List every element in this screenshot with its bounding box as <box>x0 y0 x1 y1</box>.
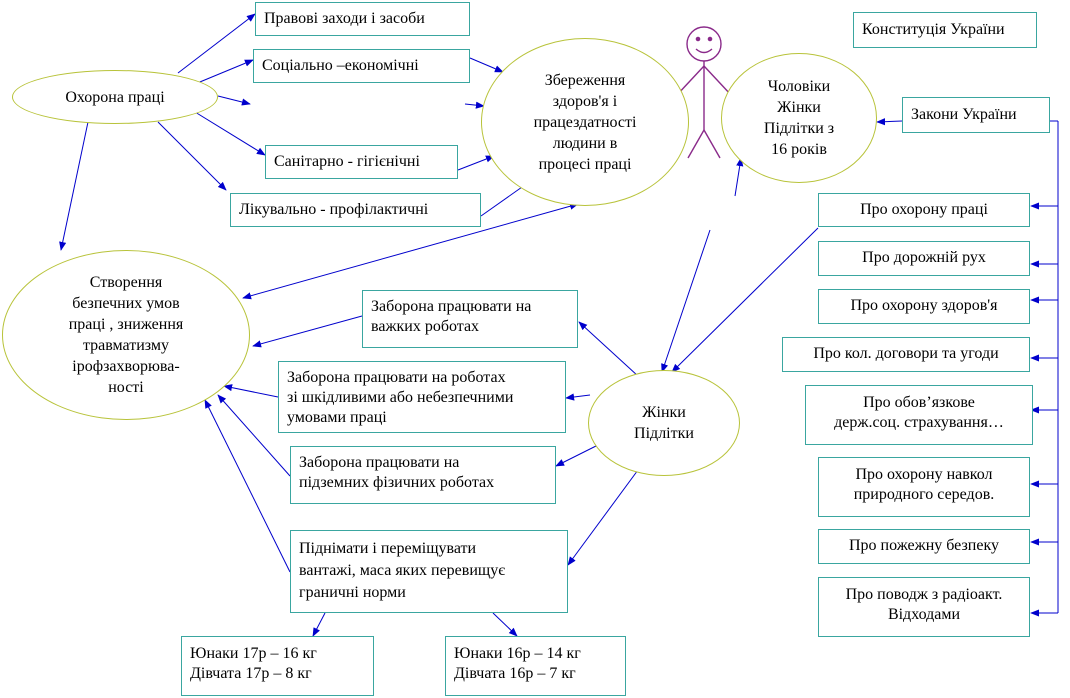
safe-line-3: праці , зниження <box>68 316 184 333</box>
arrow-to-underground-work <box>555 444 599 467</box>
law-fire-safety-box: Про пожежну безпеку <box>818 529 1030 564</box>
health-line-4: людини в <box>552 134 618 152</box>
prohibition-underground-line-2: підземних фізичних роботах <box>299 474 495 491</box>
law-road-traffic-label: Про дорожній рух <box>862 249 986 266</box>
arrow-heavy-to-safe <box>252 315 363 348</box>
women-teens-line-1: Жінки <box>642 404 686 421</box>
arrow-to-limits-17 <box>312 612 326 637</box>
lifting-line-2: вантажі, маса яких перевищує <box>299 562 506 579</box>
law-environment-line-1: Про охорону навкол <box>855 466 993 483</box>
arrow-to-socio-economic <box>194 59 254 85</box>
safe-line-2: безпечних умов <box>72 295 180 312</box>
medical-preventive-box: Лікувально - профілактичні <box>230 193 481 227</box>
laws-title-label: Закони України <box>911 106 1017 123</box>
legal-measures-box: Правові заходи і засоби <box>255 2 470 36</box>
health-line-3: працездатності <box>533 113 637 131</box>
arrow-underground-to-safe <box>217 394 291 477</box>
men-women-line-4: 16 років <box>771 141 827 158</box>
arrow-to-safe-conditions <box>59 121 89 251</box>
constitution-box: Конституція України <box>853 12 1037 48</box>
law-labour-protection-label: Про охорону праці <box>860 201 988 218</box>
health-line-1: Збереження <box>544 71 626 89</box>
safe-line-6: ності <box>108 379 144 396</box>
arrow-to-blank <box>217 95 251 106</box>
law-collective-agreements-label: Про кол. договори та угоди <box>813 345 999 362</box>
men-women-line-3: Підлітки з <box>763 120 835 137</box>
law-collective-agreements-box: Про кол. договори та угоди <box>782 337 1030 372</box>
sanitary-hygienic-label: Санітарно - гігієнічні <box>274 153 420 170</box>
law-social-insurance-box: Про обов’язкове держ.соц. страхування… <box>805 385 1033 445</box>
limits-16-girls: Дівчата 16р – 7 кг <box>454 665 576 682</box>
constitution-label: Конституція України <box>862 21 1005 38</box>
health-preservation-ellipse: Збереження здоров'я і працездатності люд… <box>481 38 689 206</box>
law-environment-line-2: природного середов. <box>853 486 995 503</box>
law-fire-safety-label: Про пожежну безпеку <box>848 537 1000 554</box>
socio-economic-box: Соціально –економічні <box>253 49 470 83</box>
labour-protection-label: Охорона праці <box>65 88 165 106</box>
arrow-to-heavy-work <box>578 321 639 377</box>
men-women-line-1: Чоловіки <box>767 78 831 95</box>
sanitary-hygienic-box: Санітарно - гігієнічні <box>265 145 458 179</box>
prohibition-harmful-line-2: зі шкідливими або небезпечними <box>287 389 514 406</box>
health-line-5: процесі праці <box>538 155 632 173</box>
safe-line-1: Створення <box>89 274 163 291</box>
prohibition-underground-work-box: Заборона працювати на підземних фізичних… <box>290 446 556 504</box>
law-road-traffic-box: Про дорожній рух <box>818 241 1030 276</box>
limits-age-16-box: Юнаки 16р – 14 кг Дівчата 16р – 7 кг <box>445 636 626 696</box>
arrow-harmful-to-safe <box>223 384 279 398</box>
arrow-law-to-women-teens <box>671 227 819 373</box>
law-environment-box: Про охорону навкол природного середов. <box>818 457 1030 517</box>
law-health-box: Про охорону здоров'я <box>818 289 1030 324</box>
arrow-socio-to-health <box>469 57 504 73</box>
socio-economic-label: Соціально –економічні <box>262 57 419 74</box>
arrow-to-women-teens-1 <box>661 229 711 373</box>
arrow-to-sanitary <box>194 111 266 156</box>
lifting-line-1: Піднімати і переміщувати <box>299 540 477 557</box>
arrow-to-medical <box>157 121 227 191</box>
arrow-to-men-women <box>734 157 744 197</box>
arrow-laws-to-men-women <box>876 118 903 126</box>
arrow-to-legal <box>177 13 256 74</box>
legal-measures-label: Правові заходи і засоби <box>264 10 425 27</box>
medical-preventive-label: Лікувально - профілактичні <box>239 201 429 218</box>
arrow-to-lifting <box>567 469 639 566</box>
prohibition-heavy-work-box: Заборона працювати на важких роботах <box>362 290 578 348</box>
prohibition-harmful-work-box: Заборона працювати на роботах зі шкідлив… <box>278 361 566 433</box>
labour-protection-ellipse: Охорона праці <box>12 70 218 124</box>
lifting-line-3: граничні норми <box>299 584 406 601</box>
law-radioactive-waste-box: Про поводж з радіоакт. Відходами <box>818 577 1030 637</box>
arrow-blank-to-health <box>464 101 485 109</box>
limits-age-17-box: Юнаки 17р – 16 кг Дівчата 17р – 8 кг <box>181 636 374 696</box>
men-women-teens-ellipse: Чоловіки Жінки Підлітки з 16 років <box>721 53 877 183</box>
arrow-to-limits-16 <box>492 612 518 637</box>
prohibition-harmful-line-3: умовами праці <box>287 409 387 426</box>
health-line-2: здоров'я і <box>552 92 618 110</box>
safe-line-4: травматизму <box>82 337 170 354</box>
arrow-health-safe-conditions <box>242 202 579 300</box>
prohibition-heavy-line-1: Заборона працювати на <box>371 298 532 315</box>
arrow-sanitary-to-health <box>457 155 495 171</box>
safe-line-5: ірофзахворюва- <box>72 358 180 375</box>
lifting-limits-box: Піднімати і переміщувати вантажі, маса я… <box>290 530 568 613</box>
limits-17-girls: Дівчата 17р – 8 кг <box>190 665 312 682</box>
law-labour-protection-box: Про охорону праці <box>818 193 1030 227</box>
women-teens-line-2: Підлітки <box>634 425 694 442</box>
law-social-insurance-line-2: держ.соц. страхування… <box>834 414 1004 431</box>
women-teens-ellipse: Жінки Підлітки <box>588 370 740 476</box>
law-radioactive-waste-line-2: Відходами <box>887 606 961 623</box>
law-health-label: Про охорону здоров'я <box>850 297 998 314</box>
safe-conditions-ellipse: Створення безпечних умов праці , зниженн… <box>2 250 250 420</box>
arrow-lifting-to-safe <box>204 399 291 573</box>
prohibition-heavy-line-2: важких роботах <box>371 318 480 335</box>
men-women-line-2: Жінки <box>777 99 821 116</box>
laws-box: Закони України <box>902 97 1050 133</box>
law-radioactive-waste-line-1: Про поводж з радіоакт. <box>845 586 1003 603</box>
law-social-insurance-line-1: Про обов’язкове <box>863 394 975 411</box>
prohibition-underground-line-1: Заборона працювати на <box>299 454 460 471</box>
prohibition-harmful-line-1: Заборона працювати на роботах <box>287 369 506 386</box>
limits-16-boys: Юнаки 16р – 14 кг <box>454 645 581 662</box>
limits-17-boys: Юнаки 17р – 16 кг <box>190 645 317 662</box>
arrow-to-harmful-work <box>565 393 591 401</box>
